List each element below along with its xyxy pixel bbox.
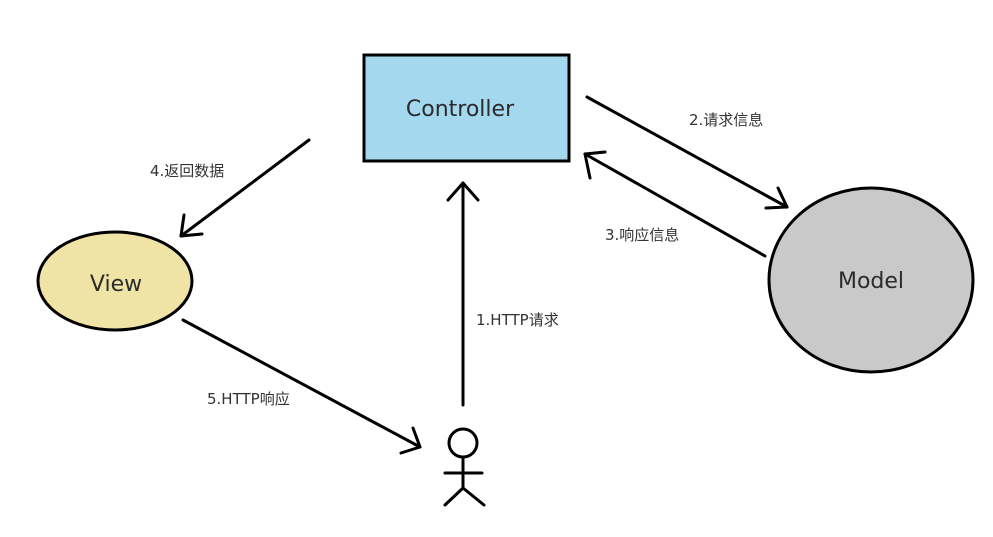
view-node: View (36, 230, 194, 332)
model-node: Model (767, 186, 975, 374)
controller-label: Controller (406, 97, 515, 122)
view-label: View (90, 272, 142, 297)
arrow-response-info (583, 150, 767, 258)
user-icon (443, 427, 486, 507)
user-right-leg (461, 486, 486, 507)
label-request-info: 2.请求信息 (689, 111, 763, 129)
arrow-return-data (179, 138, 311, 238)
model-label: Model (838, 269, 904, 294)
label-response-info: 3.响应信息 (605, 226, 679, 244)
label-http-response: 5.HTTP响应 (207, 390, 290, 408)
arrow-http-request (446, 181, 480, 407)
user-head (447, 427, 479, 459)
label-return-data: 4.返回数据 (150, 162, 224, 180)
user-left-leg (443, 486, 465, 507)
view-ellipse (36, 230, 194, 332)
label-http-request: 1.HTTP请求 (476, 311, 559, 329)
arrow-request-info (585, 95, 789, 210)
controller-box (362, 53, 571, 163)
controller-node: Controller (362, 53, 571, 163)
arrow-http-response (181, 318, 422, 455)
model-circle (767, 186, 975, 374)
